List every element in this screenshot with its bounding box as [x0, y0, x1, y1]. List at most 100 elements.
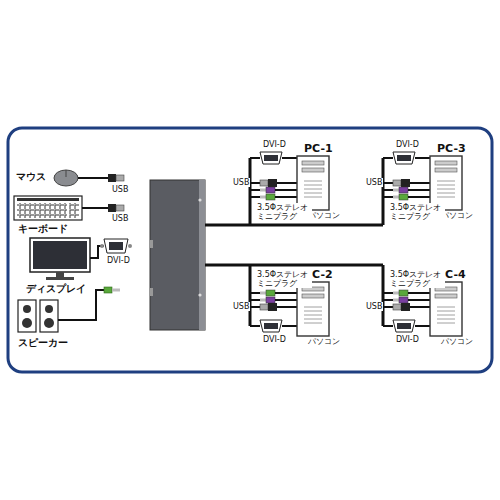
drive-bay [435, 294, 457, 298]
cable [408, 292, 431, 294]
cable-label: DVI-D [106, 256, 131, 265]
pc-tower [296, 281, 330, 337]
cable [275, 189, 298, 191]
device-name: スピーカー [18, 337, 68, 349]
pc-caption: パソコン [441, 211, 473, 221]
vent [437, 307, 455, 308]
usb-plug [268, 303, 277, 311]
drive-bay [302, 161, 324, 165]
cable-bus [205, 158, 383, 326]
usb-plug [401, 303, 410, 311]
drive-bay [302, 168, 324, 172]
dvi-plug [260, 152, 282, 164]
tower-case [430, 282, 462, 336]
vent [304, 197, 322, 198]
drive-bay [435, 161, 457, 165]
cable-label: USB [365, 302, 383, 311]
vent [437, 185, 455, 186]
vent [304, 315, 322, 316]
cable [250, 292, 260, 294]
cable [282, 157, 298, 159]
mini-plug [393, 196, 399, 199]
mini-plug [266, 194, 275, 200]
cable [410, 306, 431, 308]
vent [437, 315, 455, 316]
mini-plug [260, 299, 266, 302]
cable-label: USB [111, 185, 129, 194]
device-label: ディスプレイ [26, 283, 86, 295]
vent [304, 307, 322, 308]
cable [250, 182, 260, 184]
device-label: キーボード [18, 223, 68, 235]
cable [277, 182, 298, 184]
dvi-pins [264, 155, 278, 161]
cable [415, 325, 431, 327]
vent [304, 323, 322, 324]
mini-plug [266, 290, 275, 296]
device-name: マウス [16, 171, 46, 183]
device-label: マウス [16, 171, 46, 183]
vent [304, 311, 322, 312]
drive-bay [302, 294, 324, 298]
cable [275, 196, 298, 198]
frame [8, 128, 492, 372]
cable-label: USB [232, 178, 250, 187]
dvi-pins [397, 155, 411, 161]
dvi-plug [393, 152, 415, 164]
vent [437, 193, 455, 194]
mini-plug [399, 290, 408, 296]
cable-label: DVI-D [262, 140, 287, 149]
cable-label: 3.5Φステレオ ミニプラグ [256, 270, 312, 288]
cable [250, 189, 260, 191]
cable-label: USB [232, 302, 250, 311]
cable-label: 3.5Φステレオ ミニプラグ [389, 270, 445, 288]
device-name: ディスプレイ [26, 283, 86, 295]
cable-label: DVI-D [262, 335, 287, 344]
cable [383, 182, 393, 184]
cable [277, 306, 298, 308]
mini-plug [266, 187, 275, 193]
pc-caption: パソコン [441, 337, 473, 347]
mini-plug [266, 297, 275, 303]
dvi-plug [393, 320, 415, 332]
pc-heading: PC-3 [437, 142, 466, 155]
vent [304, 185, 322, 186]
cable [383, 189, 393, 191]
vent [437, 323, 455, 324]
cable [250, 299, 260, 301]
cable [383, 196, 393, 198]
dvi-pins [264, 323, 278, 329]
cable [415, 157, 431, 159]
display-icon [30, 238, 132, 280]
cable [282, 325, 298, 327]
cable-label: 3.5Φステレオ ミニプラグ [389, 203, 445, 221]
cable [383, 157, 393, 159]
usb-plug [393, 304, 401, 310]
cable [383, 306, 393, 308]
cable [410, 182, 431, 184]
kvm-switch [150, 180, 205, 330]
cable [275, 292, 298, 294]
mouse-icon [54, 170, 124, 186]
drive-bay [435, 168, 457, 172]
cable [408, 189, 431, 191]
keyboard-icon [14, 196, 124, 220]
cable [250, 157, 260, 159]
vent [437, 197, 455, 198]
mini-plug [393, 299, 399, 302]
usb-plug [401, 179, 410, 187]
cable [250, 196, 260, 198]
mini-plug [393, 189, 399, 192]
vent [437, 319, 455, 320]
vent [437, 181, 455, 182]
cable-label: USB [111, 214, 129, 223]
pc-tower [429, 281, 463, 337]
cable [250, 325, 260, 327]
mini-plug [399, 187, 408, 193]
vent [304, 181, 322, 182]
vent [304, 193, 322, 194]
cable-label: USB [365, 178, 383, 187]
plug-group [250, 152, 431, 332]
